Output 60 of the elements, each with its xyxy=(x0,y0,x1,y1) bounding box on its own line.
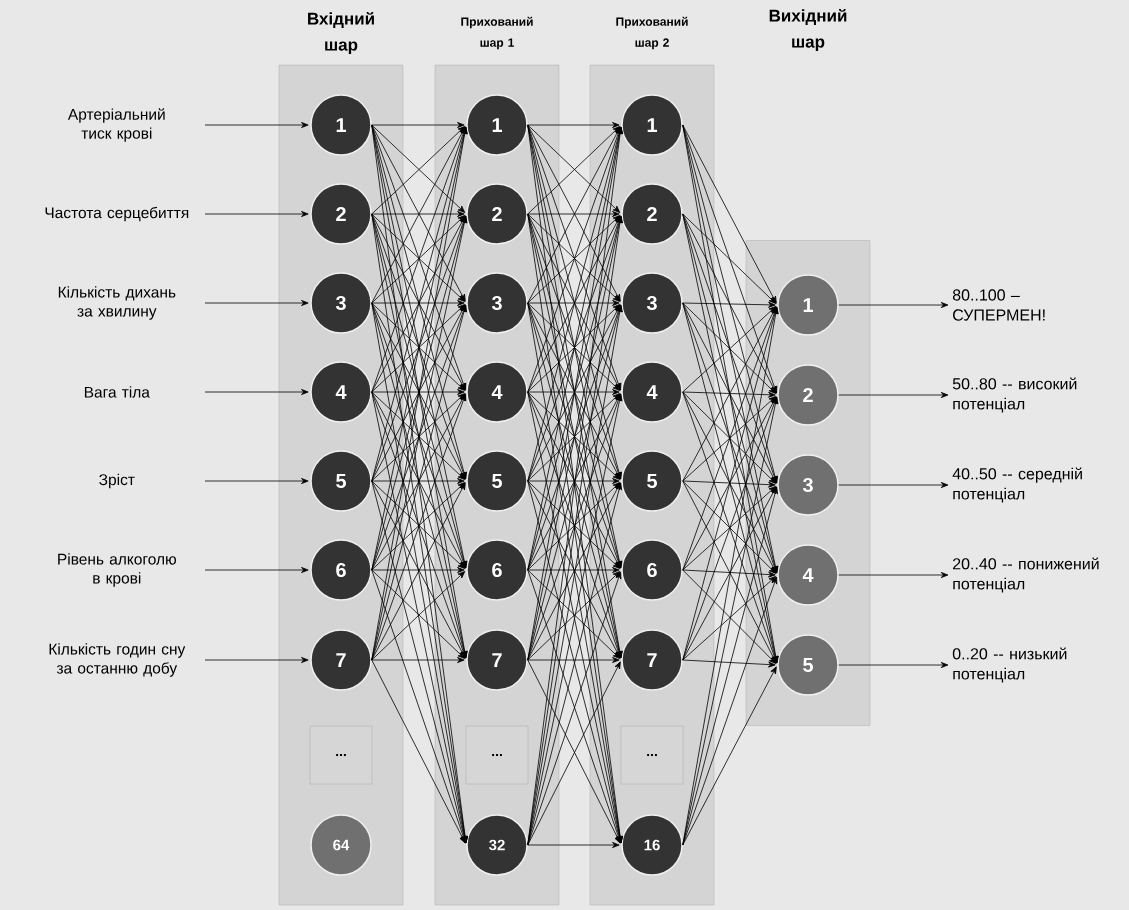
arrow xyxy=(204,300,309,306)
arrow xyxy=(682,391,776,398)
arrow xyxy=(527,657,620,663)
output-label: 20..40 -- понижений потенціал xyxy=(953,557,1099,593)
arrow xyxy=(838,302,949,308)
arrow xyxy=(682,659,776,668)
arrow xyxy=(682,213,777,304)
arrow xyxy=(682,124,779,574)
layer-heading: Вихідний шар xyxy=(769,8,847,52)
arrow xyxy=(527,478,620,484)
arrow xyxy=(204,478,309,484)
output-label: 80..100 – СУПЕРМЕН! xyxy=(952,289,1045,321)
output-label: 40..50 -- середній потенціал xyxy=(952,467,1082,503)
input-label: Частота серцебиття xyxy=(45,206,189,222)
arrow xyxy=(527,122,620,128)
input-label: Вага тіла xyxy=(84,386,150,398)
arrow xyxy=(204,211,309,217)
arrow xyxy=(371,391,468,844)
arrow xyxy=(838,392,949,398)
ellipsis-box: ... xyxy=(465,725,529,785)
arrow xyxy=(371,657,465,663)
arrow xyxy=(838,572,949,578)
arrow xyxy=(527,842,620,848)
arrow xyxy=(371,659,466,844)
arrow xyxy=(371,389,465,395)
arrow xyxy=(682,569,776,578)
arrow xyxy=(204,657,309,663)
arrow xyxy=(527,567,620,573)
arrow xyxy=(204,389,309,395)
arrow xyxy=(204,122,309,128)
layer-heading: Вхідний шар xyxy=(308,11,374,55)
input-label: Кількість дихань за хвилину xyxy=(58,286,176,320)
arrow xyxy=(527,300,620,306)
input-label: Зріст xyxy=(99,473,135,489)
input-label: Артеріальний тиск крові xyxy=(67,108,165,142)
arrow xyxy=(838,482,949,488)
input-label: Рівень алкоголю в крові xyxy=(58,553,176,587)
arrow xyxy=(682,124,777,304)
arrow xyxy=(371,478,465,484)
arrow xyxy=(527,211,620,217)
layer-heading: Прихований шар 2 xyxy=(616,16,688,50)
arrow xyxy=(838,662,949,668)
arrow xyxy=(682,666,777,846)
arrow xyxy=(682,301,776,308)
arrow xyxy=(682,213,777,394)
arrow xyxy=(682,480,776,488)
output-label: 50..80 -- високий потенціал xyxy=(952,377,1077,413)
arrow xyxy=(204,567,309,573)
output-label: 0..20 -- низький потенціал xyxy=(952,647,1067,683)
layer-heading: Прихований шар 1 xyxy=(461,16,533,50)
arrow xyxy=(527,389,620,395)
arrow xyxy=(682,213,779,664)
input-label: Кількість годин сну за останню добу xyxy=(49,643,186,677)
arrow xyxy=(371,300,465,306)
arrow xyxy=(371,122,465,128)
ellipsis-box: ... xyxy=(620,725,684,785)
ellipsis-box: ... xyxy=(309,725,373,785)
arrow xyxy=(371,211,465,217)
arrow xyxy=(682,486,778,846)
arrow xyxy=(371,567,465,573)
